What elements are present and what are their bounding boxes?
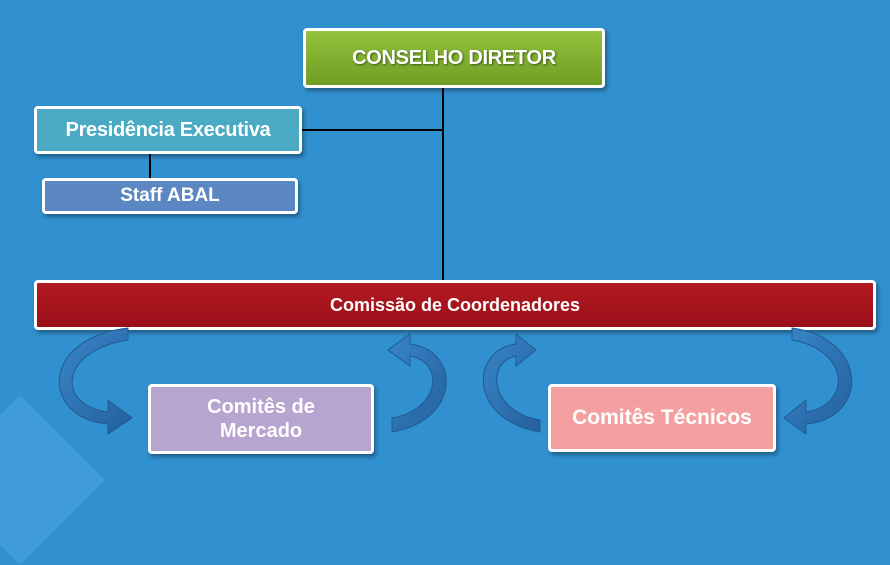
connector-presidencia-horizontal [302, 129, 443, 131]
comites-tecnicos-box: Comitês Técnicos [548, 384, 776, 452]
connector-staff-vertical [149, 154, 151, 178]
curved-arrows-layer [58, 327, 853, 435]
curved-arrow-icon [58, 327, 133, 435]
curved-arrow-icon [387, 333, 447, 433]
staff-abal-box: Staff ABAL [42, 178, 298, 214]
conselho-diretor-box: CONSELHO DIRETOR [303, 28, 605, 88]
comissao-coordenadores-label: Comissão de Coordenadores [329, 294, 581, 315]
conselho-diretor-label: CONSELHO DIRETOR [352, 46, 556, 69]
presidencia-executiva-label: Presidência Executiva [65, 118, 271, 141]
curved-arrow-icon [482, 332, 541, 433]
connector-conselho-vertical [442, 88, 444, 280]
comites-mercado-box: Comitês de Mercado [148, 384, 374, 454]
staff-abal-label: Staff ABAL [120, 185, 220, 206]
comites-mercado-label: Comitês de Mercado [207, 396, 315, 442]
comissao-coordenadores-box: Comissão de Coordenadores [34, 280, 876, 330]
comites-tecnicos-label: Comitês Técnicos [572, 406, 752, 429]
curved-arrow-icon [783, 327, 853, 435]
presidencia-executiva-box: Presidência Executiva [34, 106, 302, 154]
